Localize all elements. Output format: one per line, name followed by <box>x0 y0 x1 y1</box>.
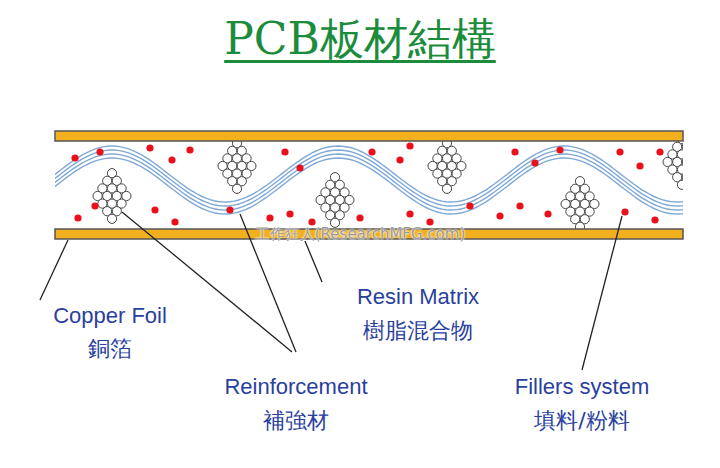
filler-particle <box>74 214 81 221</box>
filler-particle <box>368 148 375 155</box>
part-name: Fillers system <box>515 374 649 399</box>
leader-line <box>40 240 68 300</box>
filler-particle <box>226 206 233 213</box>
part-name: Copper Foil <box>53 303 167 328</box>
glass-filament <box>232 184 241 193</box>
filler-particle <box>621 208 628 215</box>
filler-particle <box>656 148 663 155</box>
filler-particle <box>151 206 158 213</box>
filler-particle <box>396 156 403 163</box>
filler-particle <box>466 202 473 209</box>
part-name: 樹脂混合物 <box>363 318 473 343</box>
glass-filament <box>107 214 116 223</box>
filler-particle <box>356 214 363 221</box>
filler-particle <box>171 218 178 225</box>
filler-particle <box>516 202 523 209</box>
fiber-bundle <box>218 141 256 193</box>
filler-particle <box>406 210 413 217</box>
filler-particle <box>556 146 563 153</box>
glass-filament <box>677 180 683 189</box>
filler-particle <box>96 148 103 155</box>
fiber-bundle <box>428 141 466 193</box>
copper-foil-top <box>55 131 683 141</box>
laminate-core <box>55 141 683 229</box>
filler-particle <box>531 159 538 166</box>
filler-particle <box>168 156 175 163</box>
filler-particle <box>636 162 643 169</box>
fiber-bundle <box>316 173 354 228</box>
filler-particle <box>511 148 518 155</box>
watermark: 工作狂人(ResearchMFG.com) <box>255 226 466 243</box>
part-name: Resin Matrix <box>357 284 479 309</box>
filler-particle <box>146 144 153 151</box>
filler-particle <box>651 216 658 223</box>
filler-particle <box>544 210 551 217</box>
filler-particle <box>186 146 193 153</box>
filler-particle <box>286 210 293 217</box>
glass-filament <box>575 222 584 229</box>
leader-lines <box>40 212 622 370</box>
filler-particle <box>308 218 315 225</box>
glass-yarn <box>55 158 683 214</box>
glass-yarn <box>55 150 683 206</box>
filler-particle <box>281 148 288 155</box>
leader-line <box>305 241 322 282</box>
glass-yarn <box>55 146 683 202</box>
part-name: 銅箔 <box>88 336 132 361</box>
filler-particle <box>616 148 623 155</box>
filler-particle <box>426 218 433 225</box>
leader-line <box>582 216 622 370</box>
diagram-title: PCB板材結構 <box>224 14 496 65</box>
part-name: Reinforcement <box>224 374 367 399</box>
filler-particle <box>91 202 98 209</box>
glass-filament <box>442 184 451 193</box>
fiber-bundle <box>663 141 683 189</box>
filler-particle <box>71 154 78 161</box>
filler-particle <box>296 164 303 171</box>
fiber-bundle <box>561 177 599 229</box>
glass-yarn <box>55 154 683 210</box>
part-name: 填料/粉料 <box>534 408 629 433</box>
filler-particle <box>266 214 273 221</box>
filler-particle <box>406 142 413 149</box>
part-name: 補強材 <box>263 408 329 433</box>
filler-particle <box>496 212 503 219</box>
